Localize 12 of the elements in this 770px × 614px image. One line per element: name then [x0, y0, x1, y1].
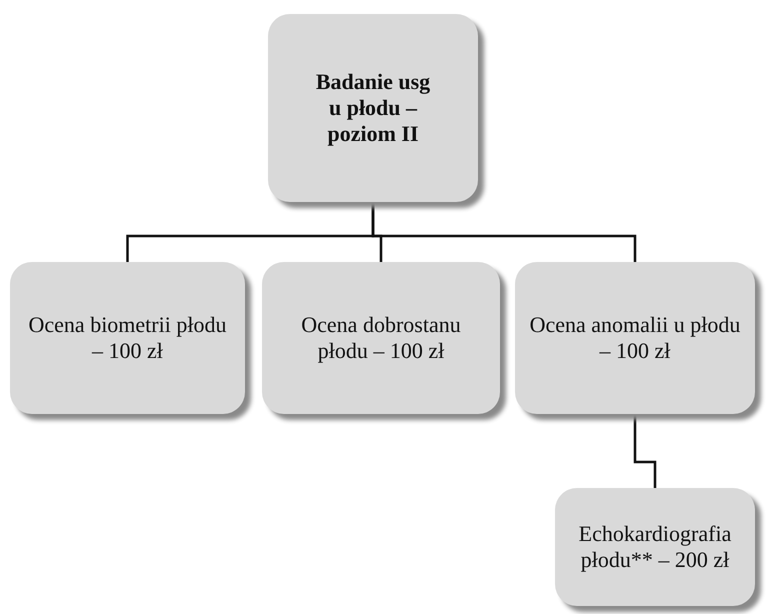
- connector-line: [372, 202, 636, 262]
- rounded-box: [515, 262, 755, 414]
- node-label: Ocena dobrostanu płodu – 100 zł: [300, 312, 462, 364]
- node-label: Echokardiografia płodu** – 200 zł: [578, 521, 732, 573]
- node-label: Ocena biometrii płodu – 100 zł: [28, 312, 228, 364]
- node-label: Badanie usg u płodu – poziom II: [314, 69, 432, 147]
- rounded-box: [10, 262, 245, 414]
- rounded-box: [262, 262, 500, 414]
- connector-line: [634, 414, 656, 488]
- node-label: Ocena anomalii u płodu – 100 zł: [528, 312, 742, 364]
- rounded-box: [268, 14, 478, 202]
- rounded-box: [555, 488, 755, 606]
